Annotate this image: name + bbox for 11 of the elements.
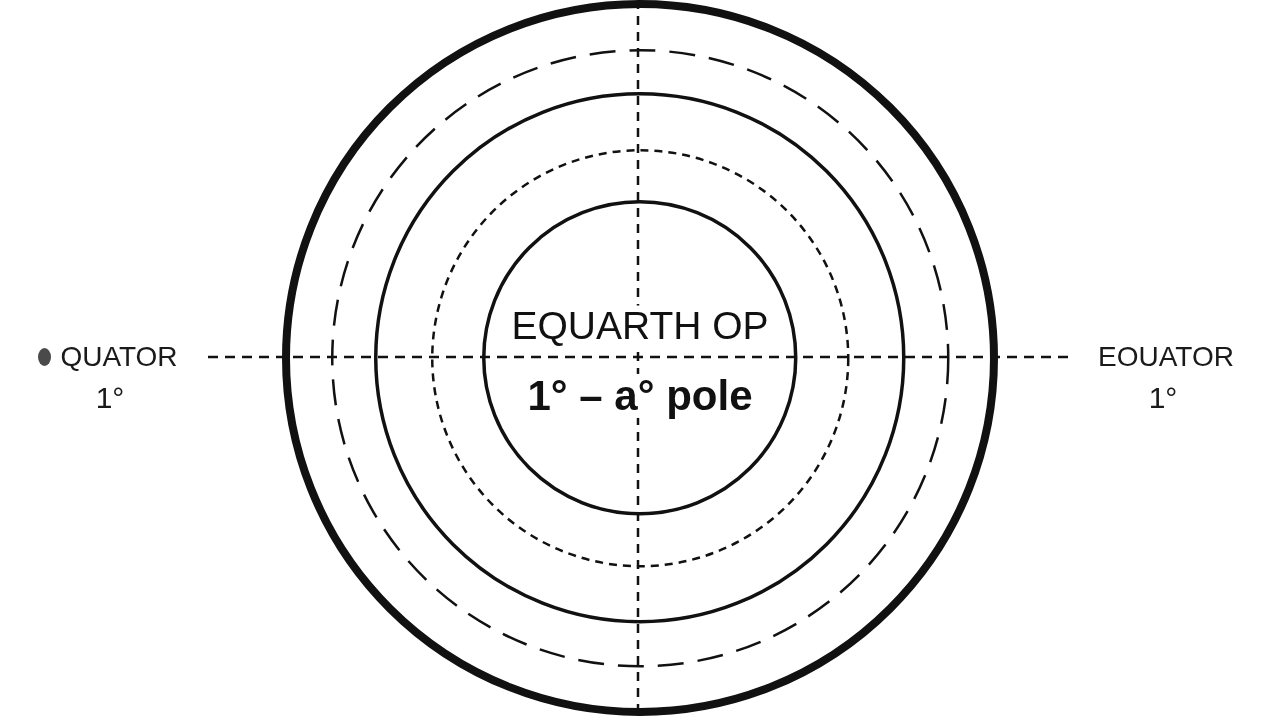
equator-label: QUATOR (60, 342, 178, 372)
dashed-ring (330, 48, 950, 668)
degree-label: 1° (95, 382, 125, 414)
degree-label: 1° (1148, 382, 1178, 414)
circle-heading: EQUARTH OP (511, 305, 769, 347)
dashed-ring (430, 148, 850, 568)
ring (374, 92, 906, 624)
pole-label: 1° – a° pole (527, 374, 753, 419)
equator-label: EOUATOR (1098, 342, 1234, 372)
outer-ring (282, 0, 998, 716)
inner-circle (482, 200, 798, 516)
